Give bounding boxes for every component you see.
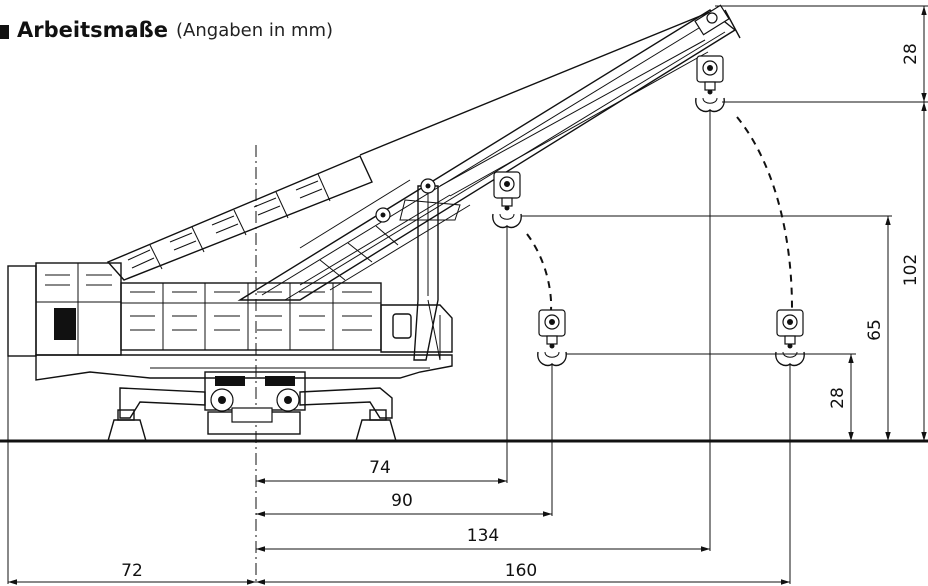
title-main: Arbeitsmaße (17, 18, 169, 42)
dim-label-28-bottom: 28 (828, 387, 848, 409)
crane-body (7, 262, 453, 442)
dim-label-160: 160 (505, 561, 537, 581)
hook-block-icon (695, 55, 725, 113)
dim-label-90: 90 (391, 491, 413, 511)
hook-block-icon (775, 309, 805, 367)
dim-label-72: 72 (121, 561, 143, 581)
title-subtitle: (Angaben in mm) (176, 19, 334, 41)
extension-lines (7, 5, 928, 584)
dim-label-134: 134 (467, 526, 499, 546)
title-bullet-icon (0, 25, 9, 39)
hook-block-icon (492, 171, 522, 229)
diagram-title: Arbeitsmaße (Angaben in mm) (0, 14, 333, 46)
swing-arc-inner (526, 233, 553, 311)
horizontal-dimension-lines (8, 478, 790, 585)
crane-boom (237, 4, 741, 361)
dim-label-102: 102 (901, 254, 921, 286)
crane-jib (106, 155, 373, 281)
swing-arc-outer (736, 116, 793, 309)
hook-block-icon (537, 309, 567, 367)
vertical-dimension-lines (848, 6, 927, 441)
dim-label-28-top: 28 (901, 43, 921, 65)
dim-label-74: 74 (369, 458, 391, 478)
dim-label-65: 65 (865, 319, 885, 341)
